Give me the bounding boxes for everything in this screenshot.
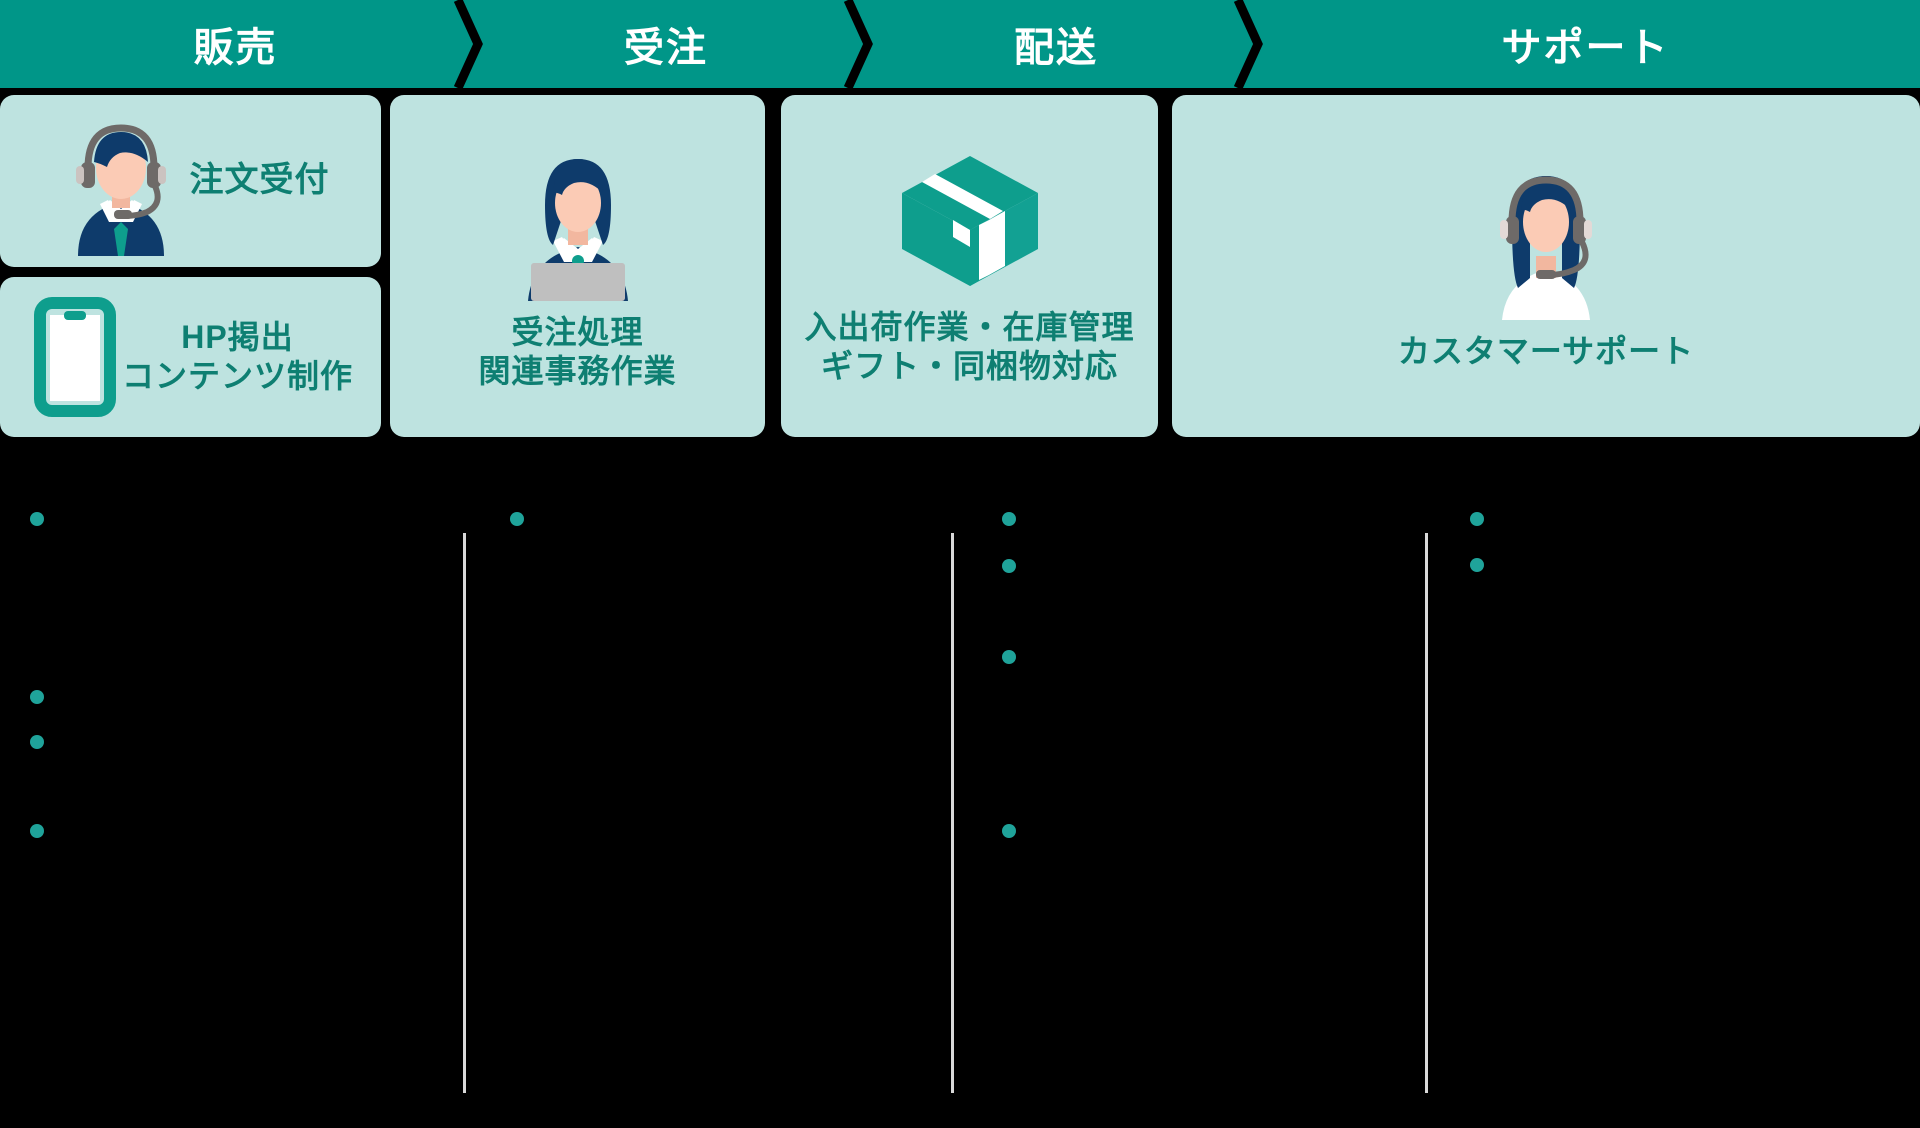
card-label-line: 関連事務作業 bbox=[478, 353, 677, 389]
detail-bullet bbox=[1002, 559, 1016, 573]
column-divider bbox=[1425, 533, 1428, 1093]
detail-bullet bbox=[30, 690, 44, 704]
card-label-line: HP掲出 bbox=[181, 318, 294, 355]
detail-bullet bbox=[1002, 512, 1016, 526]
header-stage-label: サポート bbox=[1501, 26, 1670, 70]
detail-column-order bbox=[466, 512, 951, 1128]
card-label-line: コンテンツ制作 bbox=[121, 358, 353, 394]
detail-bullet bbox=[30, 735, 44, 749]
stage-detail-area bbox=[0, 512, 1920, 1128]
header-stage-support[interactable]: サポート bbox=[1251, 0, 1920, 88]
stage-column-delivery: 入出荷作業・在庫管理 ギフト・同梱物対応 bbox=[781, 88, 1158, 533]
header-stage-delivery[interactable]: 配送 bbox=[861, 0, 1263, 88]
detail-bullet bbox=[30, 512, 44, 526]
detail-bullet bbox=[1470, 512, 1484, 526]
card-shipping-inventory[interactable]: 入出荷作業・在庫管理 ギフト・同梱物対応 bbox=[781, 95, 1158, 437]
headset-operator-female-icon bbox=[1466, 160, 1626, 321]
detail-bullet bbox=[30, 824, 44, 838]
header-stage-label: 配送 bbox=[1014, 26, 1098, 70]
detail-bullet bbox=[1470, 558, 1484, 572]
smartphone-icon bbox=[32, 297, 118, 417]
card-label-line: 入出荷作業・在庫管理 bbox=[804, 308, 1135, 345]
header-stage-order[interactable]: 受注 bbox=[471, 0, 873, 88]
card-label-line: カスタマーサポート bbox=[1397, 333, 1695, 370]
card-label-line: 受注処理 bbox=[511, 313, 644, 350]
woman-at-laptop-icon bbox=[483, 141, 673, 301]
detail-column-support bbox=[1428, 512, 1920, 1128]
header-stage-label: 販売 bbox=[193, 26, 278, 70]
card-label: 注文受付 bbox=[190, 160, 330, 201]
header-stage-label: 受注 bbox=[624, 26, 708, 70]
column-divider bbox=[463, 533, 466, 1093]
header-stage-sales[interactable]: 販売 bbox=[0, 0, 483, 88]
card-label: 入出荷作業・在庫管理 ギフト・同梱物対応 bbox=[804, 308, 1134, 386]
package-box-icon bbox=[895, 146, 1045, 296]
detail-column-sales bbox=[0, 512, 463, 1128]
detail-bullet bbox=[1002, 824, 1016, 838]
detail-bullet bbox=[510, 512, 524, 526]
card-order-processing[interactable]: 受注処理 関連事務作業 bbox=[390, 95, 765, 437]
card-label: 受注処理 関連事務作業 bbox=[478, 313, 676, 391]
stage-column-sales: 注文受付 HP掲出 コンテンツ制作 bbox=[0, 88, 381, 533]
card-label: HP掲出 コンテンツ制作 bbox=[122, 318, 353, 396]
process-stage-header: 販売 受注 配送 サポート bbox=[0, 0, 1920, 88]
headset-operator-male-icon bbox=[56, 106, 186, 256]
card-hp-content[interactable]: HP掲出 コンテンツ制作 bbox=[0, 277, 381, 437]
stage-column-order: 受注処理 関連事務作業 bbox=[390, 88, 765, 533]
card-label: カスタマーサポート bbox=[1398, 332, 1694, 371]
stage-column-support: カスタマーサポート bbox=[1172, 88, 1920, 533]
column-divider bbox=[951, 533, 954, 1093]
card-customer-support[interactable]: カスタマーサポート bbox=[1172, 95, 1920, 437]
detail-column-delivery bbox=[954, 512, 1425, 1128]
detail-bullet bbox=[1002, 650, 1016, 664]
card-order-reception[interactable]: 注文受付 bbox=[0, 95, 381, 267]
card-label-line: ギフト・同梱物対応 bbox=[820, 348, 1118, 384]
card-label-line: 注文受付 bbox=[189, 161, 330, 200]
stage-card-area: 注文受付 HP掲出 コンテンツ制作 bbox=[0, 88, 1920, 533]
